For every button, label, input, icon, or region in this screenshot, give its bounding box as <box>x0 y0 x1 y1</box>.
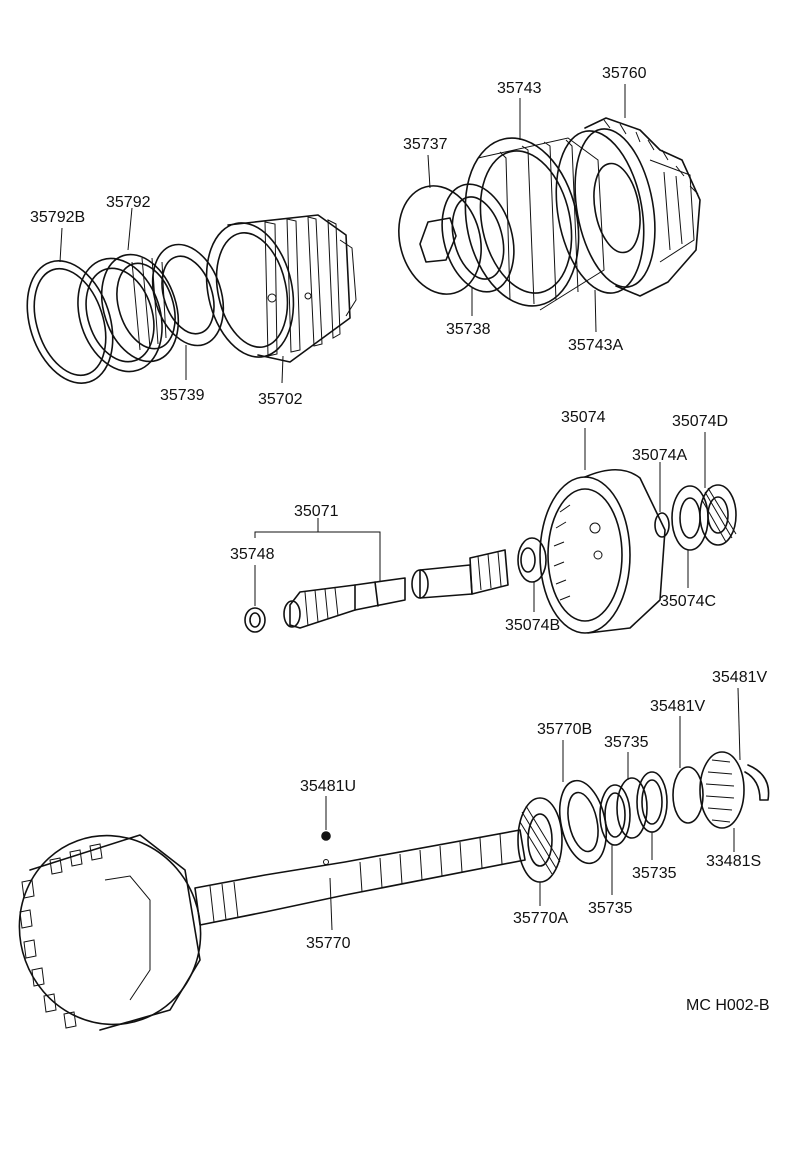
part-35481V-rings <box>672 764 770 824</box>
label-35770: 35770 <box>306 935 351 952</box>
label-35743A: 35743A <box>568 337 623 354</box>
figure-code: MC H002-B <box>686 997 770 1014</box>
part-35770A-bearing <box>517 797 563 883</box>
label-35735-mid: 35735 <box>632 865 677 882</box>
part-35743-clutch-hub <box>464 137 605 311</box>
label-35481V-top: 35481V <box>712 669 767 686</box>
part-35074D-bearing <box>699 484 737 546</box>
part-35739-ring <box>151 243 225 347</box>
part-35735-rings <box>599 771 668 846</box>
label-35735-top: 35735 <box>604 734 649 751</box>
part-35074C-washer <box>671 485 709 551</box>
label-35074D: 35074D <box>672 413 728 430</box>
part-clutch-drum-bottom <box>18 834 202 1031</box>
label-35074B: 35074B <box>505 617 560 634</box>
part-35737-thrust-washer <box>398 185 482 295</box>
label-35792: 35792 <box>106 194 151 211</box>
label-35737: 35737 <box>403 136 448 153</box>
label-35074A: 35074A <box>632 447 687 464</box>
label-35481U: 35481U <box>300 778 356 795</box>
part-35481U-ball <box>321 831 331 841</box>
part-35792B-snap-ring <box>26 260 114 384</box>
part-35738-washer <box>441 183 515 293</box>
part-labels: 35792B 35792 35739 35702 35737 35743 357… <box>30 65 770 1014</box>
label-35739: 35739 <box>160 387 205 404</box>
part-35702-clutch-drum <box>205 214 357 363</box>
leader-lines <box>59 84 741 931</box>
label-35770B: 35770B <box>537 721 592 738</box>
label-35481V: 35481V <box>650 698 705 715</box>
part-35748-bushing <box>244 607 266 633</box>
label-35743: 35743 <box>497 80 542 97</box>
part-one-way-clutch-bearing <box>100 253 180 363</box>
label-35792B: 35792B <box>30 209 85 226</box>
part-35792-ring <box>77 257 163 373</box>
part-33481S-gear <box>699 751 745 829</box>
label-35770A: 35770A <box>513 910 568 927</box>
label-35702: 35702 <box>258 391 303 408</box>
part-35074A-washer <box>654 512 670 538</box>
part-35760-planetary-carrier <box>574 117 701 297</box>
label-35760: 35760 <box>602 65 647 82</box>
label-35738: 35738 <box>446 321 491 338</box>
label-35071: 35071 <box>294 503 339 520</box>
part-35074-ring-gear <box>539 468 666 634</box>
label-35748: 35748 <box>230 546 275 563</box>
part-35074B-washer <box>517 537 547 583</box>
part-35770-output-shaft <box>194 829 526 926</box>
label-35074C: 35074C <box>660 593 716 610</box>
label-35735-low: 35735 <box>588 900 633 917</box>
label-35074: 35074 <box>561 409 606 426</box>
part-35071-input-shaft <box>283 549 509 629</box>
part-35770B-washer <box>558 779 608 865</box>
label-33481S: 33481S <box>706 853 761 870</box>
part-35743A-ring <box>555 130 645 294</box>
